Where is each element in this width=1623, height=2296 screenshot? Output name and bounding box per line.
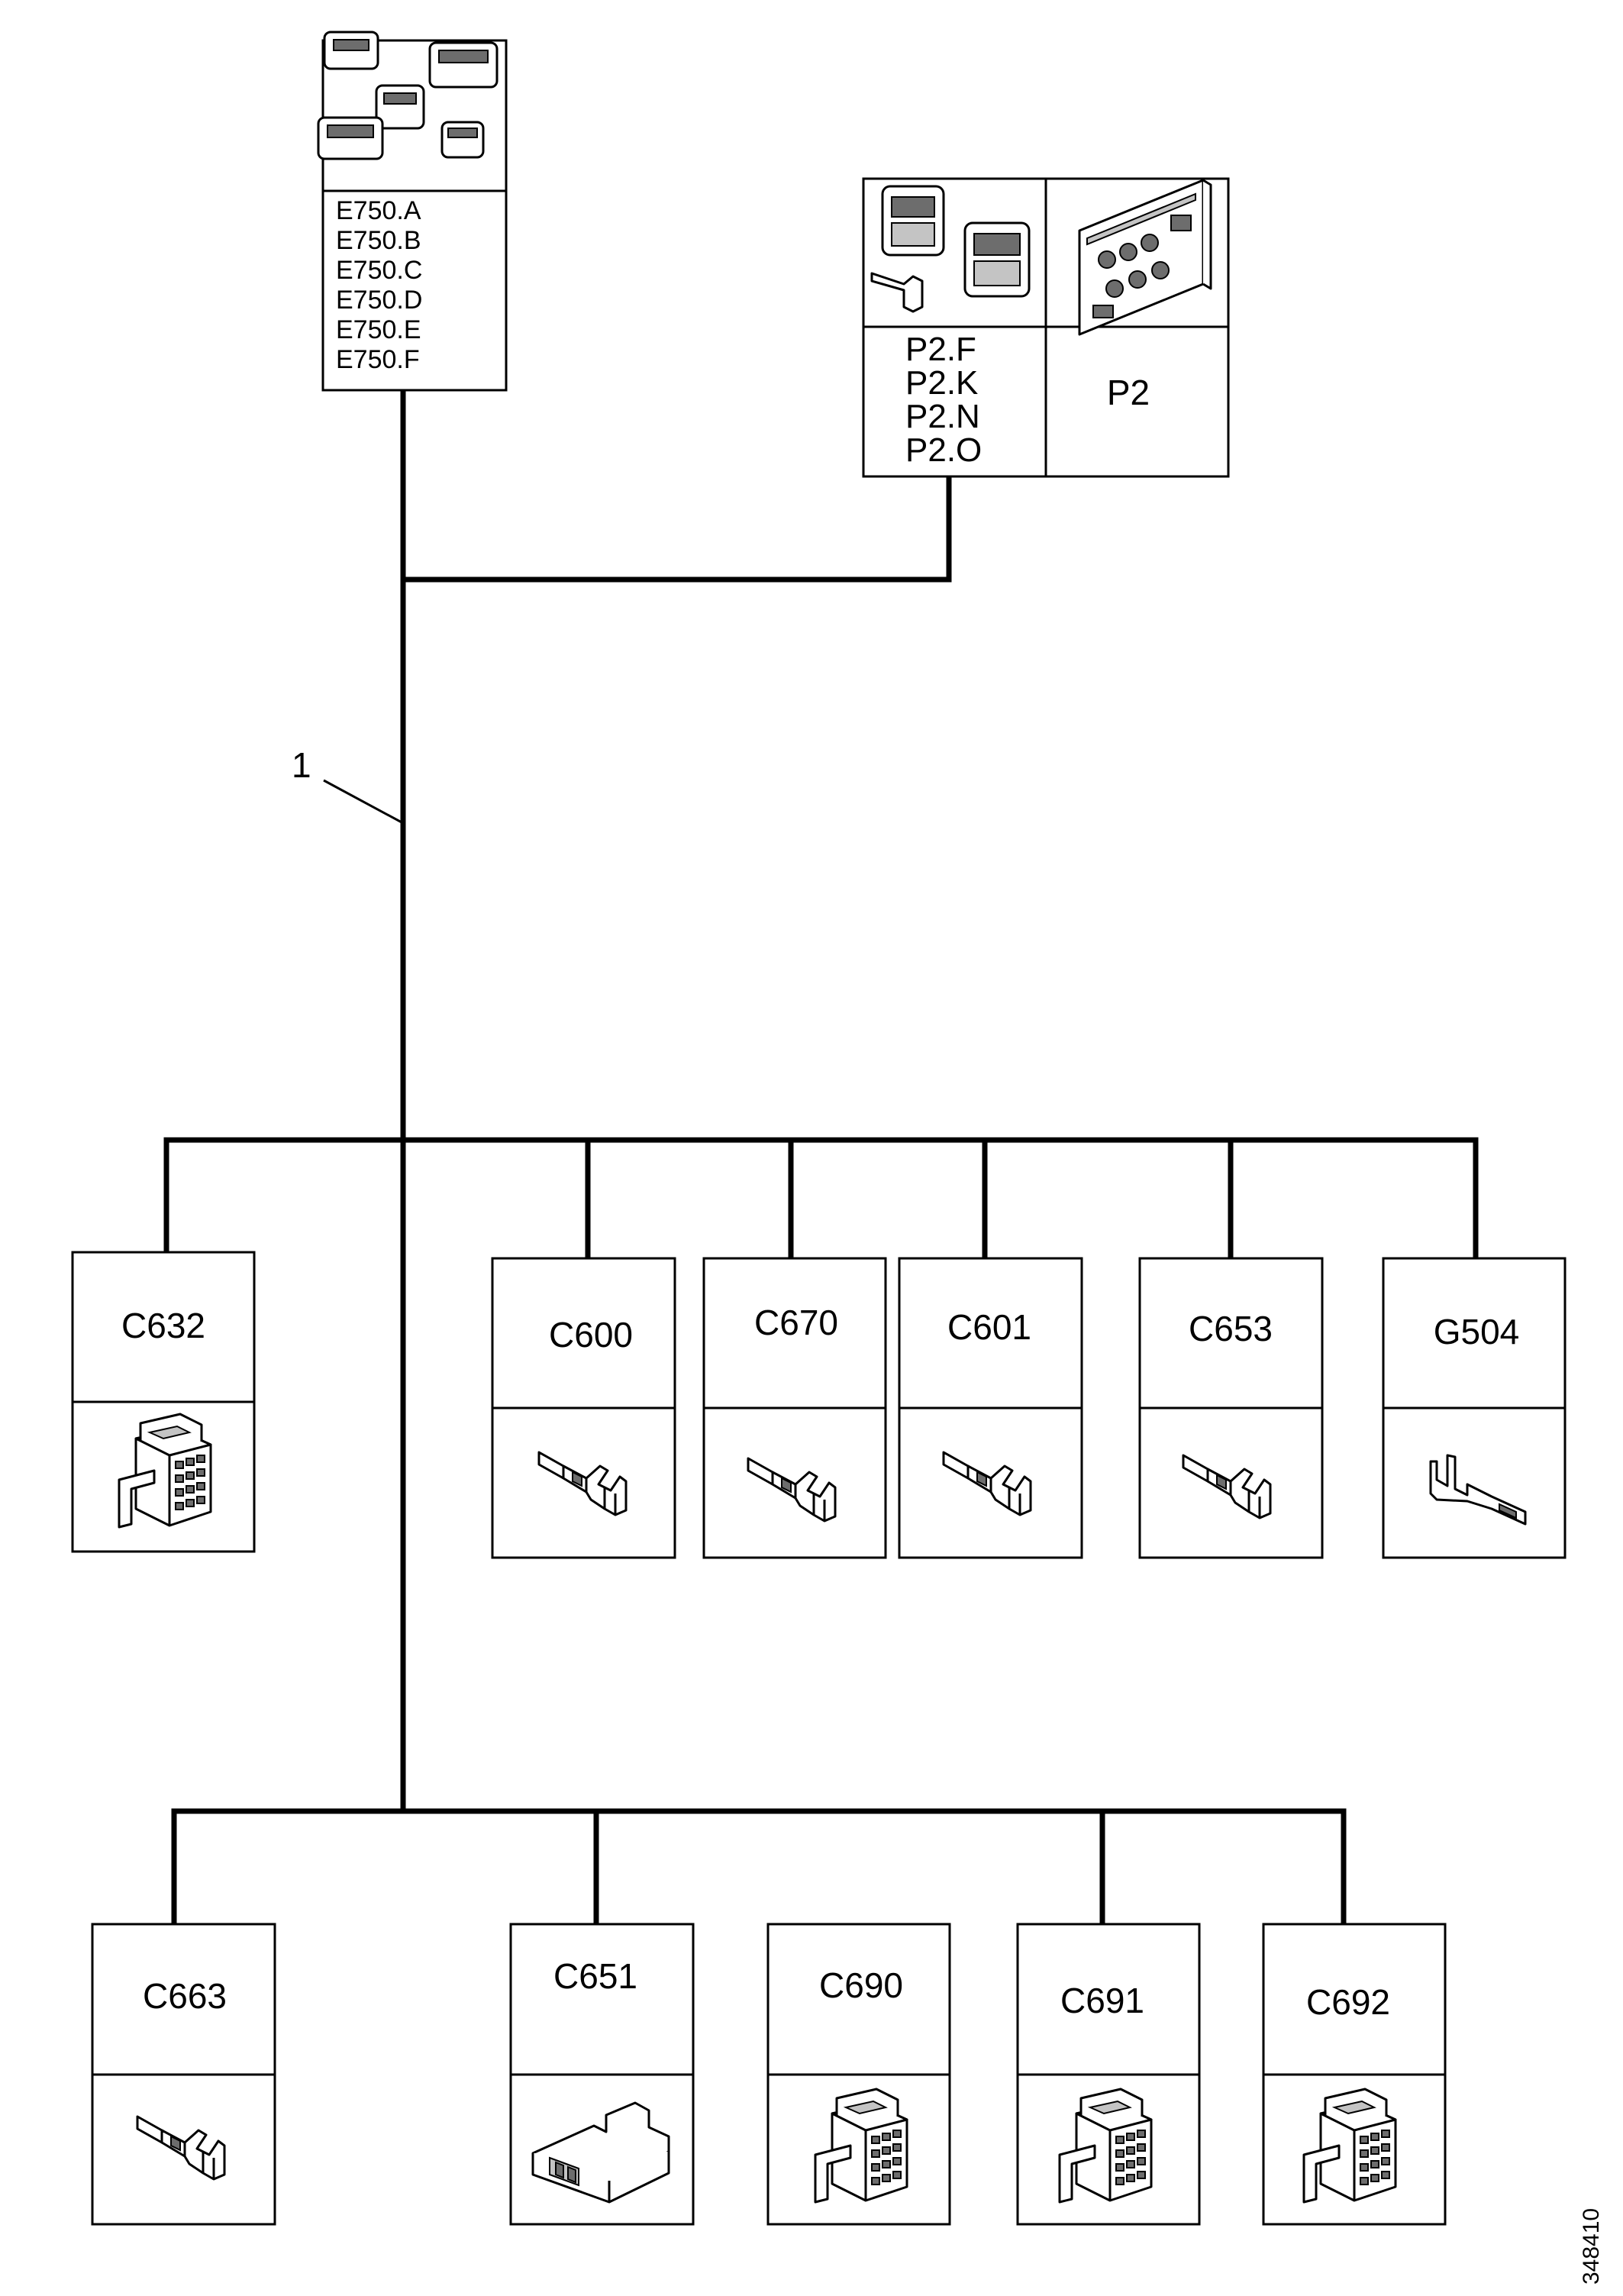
e750-label: E750.C [336, 256, 422, 285]
e750-label: E750.D [336, 286, 422, 315]
p2-board-label: P2 [1107, 373, 1150, 412]
connector-box-c651: C651 [509, 1923, 695, 2226]
connector-box-c600: C600 [491, 1257, 676, 1559]
connector-label: C632 [121, 1306, 205, 1345]
connector-label: C670 [754, 1303, 838, 1342]
p2-group-label: P2.N [905, 398, 980, 435]
e750-label: E750.B [336, 226, 421, 255]
connector-label: C692 [1306, 1982, 1390, 2022]
connector-label: C653 [1189, 1309, 1273, 1348]
p2-group-label: P2.O [905, 431, 982, 469]
connector-label: C651 [553, 1956, 637, 1996]
connector-box-c690: C690 [766, 1923, 951, 2226]
connector-label: C601 [947, 1307, 1031, 1347]
harness-callout: 1 [292, 745, 404, 825]
e750-label: E750.A [336, 196, 421, 225]
connector-box-c663: C663 [91, 1923, 276, 2226]
connector-box-c653: C653 [1138, 1257, 1324, 1559]
e750-label: E750.F [336, 345, 420, 374]
figure-reference-number: 348410 [1579, 2208, 1604, 2285]
e750-label: E750.E [336, 315, 421, 344]
harness-wiring [163, 387, 1479, 1927]
connector-label: C600 [549, 1315, 633, 1355]
connector-box-c601: C601 [898, 1257, 1083, 1559]
p2-connector-box: P2.F P2.K P2.N P2.O P2 [862, 177, 1230, 478]
connector-box-c692: C692 [1262, 1923, 1447, 2226]
connector-box-c691: C691 [1016, 1923, 1201, 2226]
connector-box-g504: G504 [1382, 1257, 1567, 1559]
connector-label: C690 [819, 1965, 903, 2005]
e750-connector-box: E750.A E750.B E750.C E750.D E750.E E750.… [317, 31, 508, 392]
connector-label: C691 [1060, 1981, 1144, 2020]
p2-group-label: P2.K [905, 364, 978, 402]
p2-group-label: P2.F [905, 331, 976, 368]
harness-label: 1 [292, 745, 311, 785]
connector-label: C663 [143, 1976, 227, 2016]
connector-box-c632: C632 [71, 1251, 256, 1553]
connector-box-c670: C670 [702, 1257, 887, 1559]
connector-label: G504 [1434, 1312, 1520, 1351]
